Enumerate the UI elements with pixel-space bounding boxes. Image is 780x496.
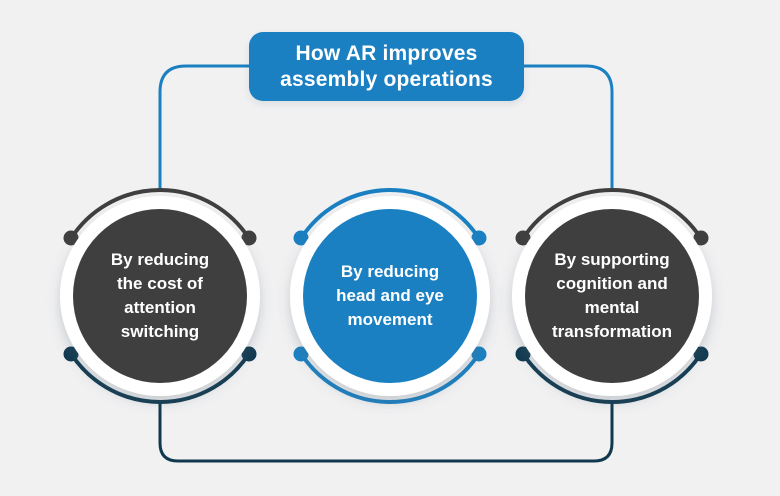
title-box: How AR improves assembly operations <box>249 32 524 101</box>
arc-dot <box>471 230 487 246</box>
top-arc <box>299 188 481 240</box>
top-arc <box>69 188 251 240</box>
bottom-arc <box>521 352 703 404</box>
arc-dot <box>241 230 257 246</box>
arc-dot <box>63 346 79 362</box>
node-circle <box>525 209 699 383</box>
node-circle <box>303 209 477 383</box>
title-text: How AR improves assembly operations <box>280 41 493 91</box>
arc-dot <box>471 346 487 362</box>
bottom-arc <box>69 352 251 404</box>
left-connector-line <box>158 64 249 191</box>
arc-dot <box>515 230 531 246</box>
right-connector-line <box>524 64 614 191</box>
node-head-eye-movement <box>290 188 490 404</box>
arc-dot <box>293 346 309 362</box>
arc-dot <box>63 230 79 246</box>
bottom-bracket-line <box>158 400 614 463</box>
arc-dot <box>515 346 531 362</box>
arc-dot <box>693 346 709 362</box>
arc-dot <box>293 230 309 246</box>
node-cognition-mental-transformation <box>512 188 712 404</box>
top-arc <box>521 188 703 240</box>
arc-dot <box>693 230 709 246</box>
node-attention-switching <box>60 188 260 404</box>
bottom-arc <box>299 352 481 404</box>
node-circle <box>73 209 247 383</box>
arc-dot <box>241 346 257 362</box>
